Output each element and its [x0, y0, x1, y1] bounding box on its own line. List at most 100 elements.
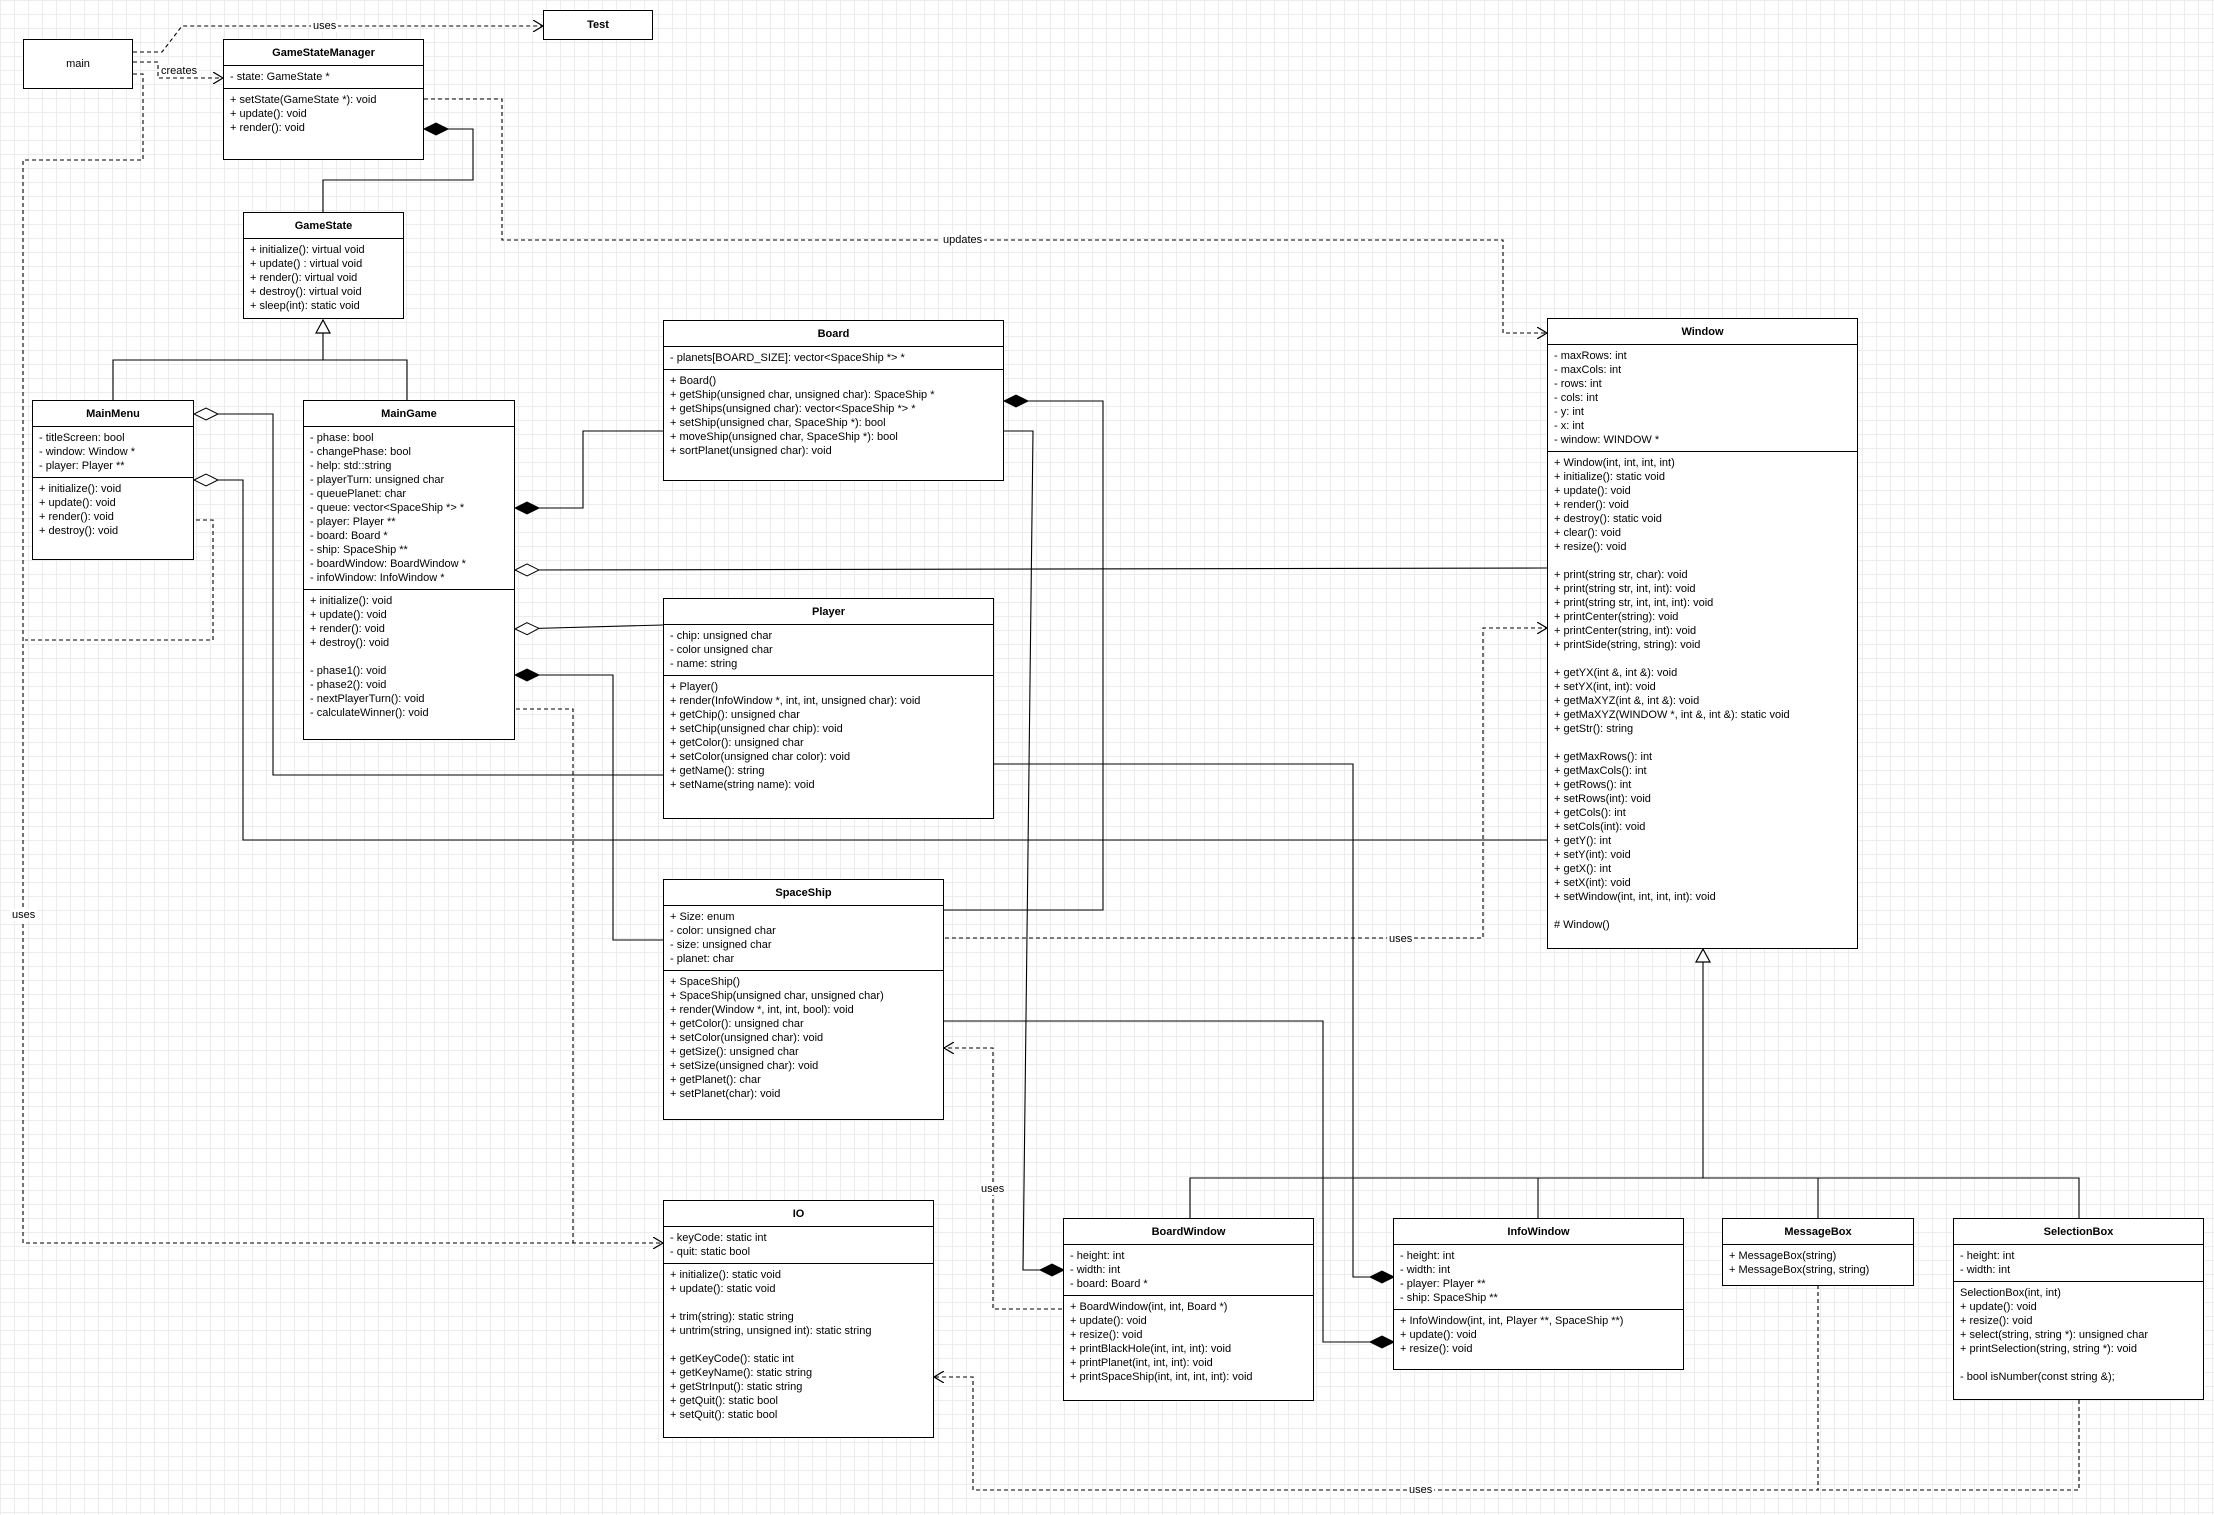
class-info-window[interactable]: InfoWindow- height: int- width: int- pla… [1393, 1218, 1684, 1370]
edge-board-composed-boardwindow [1004, 430, 1066, 1277]
class-io[interactable]: IO- keyCode: static int- quit: static bo… [663, 1200, 934, 1438]
method: + getShip(unsigned char, unsigned char):… [670, 389, 935, 401]
method: + setYX(int, int): void [1554, 681, 1656, 693]
attribute: - width: int [1400, 1264, 1451, 1276]
method: + printCenter(string): void [1554, 611, 1679, 623]
attribute-list: - height: int- width: int [1954, 1245, 2203, 1282]
method: + update(): void [230, 108, 307, 120]
attribute: - x: int [1554, 420, 1584, 432]
method: + untrim(string, unsigned int): static s… [670, 1325, 872, 1337]
class-name: MessageBox [1723, 1219, 1913, 1245]
attribute: - playerTurn: unsigned char [310, 474, 445, 486]
attribute-list: - keyCode: static int- quit: static bool [664, 1227, 933, 1264]
attribute-list: - chip: unsigned char- color unsigned ch… [664, 625, 993, 676]
method [1554, 904, 1851, 918]
method: + setCols(int): void [1554, 821, 1646, 833]
method: + MessageBox(string) [1729, 1250, 1837, 1262]
method: + moveShip(unsigned char, SpaceShip *): … [670, 431, 898, 443]
method: + printSide(string, string): void [1554, 639, 1701, 651]
method: + render(InfoWindow *, int, int, unsigne… [670, 695, 921, 707]
method: - bool isNumber(const string &); [1960, 1371, 2115, 1383]
edge-player-composed-infowindow [994, 763, 1396, 1284]
method: + destroy(): void [39, 525, 119, 537]
class-name: Player [664, 599, 993, 625]
class-board[interactable]: Board- planets[BOARD_SIZE]: vector<Space… [663, 320, 1004, 481]
class-name: IO [664, 1201, 933, 1227]
method [1554, 652, 1851, 666]
class-game-state[interactable]: GameState+ initialize(): virtual void+ u… [243, 212, 404, 319]
edge-main-uses-test [133, 26, 543, 53]
method: + resize(): void [1400, 1343, 1473, 1355]
method-list: + initialize(): void+ update(): void+ re… [304, 590, 514, 724]
method: + Player() [670, 681, 718, 693]
method: - phase1(): void [310, 665, 387, 677]
attribute: - infoWindow: InfoWindow * [310, 572, 445, 584]
method: + resize(): void [1070, 1329, 1143, 1341]
class-main-menu[interactable]: MainMenu- titleScreen: bool- window: Win… [32, 400, 194, 560]
attribute: - changePhase: bool [310, 446, 411, 458]
attribute-list: - height: int- width: int- board: Board … [1064, 1245, 1313, 1296]
method: - nextPlayerTurn(): void [310, 693, 425, 705]
attribute: - maxRows: int [1554, 350, 1627, 362]
method: + getMaXYZ(int &, int &): void [1554, 695, 1700, 707]
method: + resize(): void [1960, 1315, 2033, 1327]
edge-boxes-use-io [934, 1285, 1819, 1491]
attribute: - width: int [1960, 1264, 2011, 1276]
edge-spaceship-composed-infowindow [944, 1020, 1396, 1349]
class-main-game[interactable]: MainGame- phase: bool- changePhase: bool… [303, 400, 515, 740]
attribute: - queuePlanet: char [310, 488, 407, 500]
edge-mainmenu-extends-gamestate [112, 359, 323, 400]
method: + trim(string): static string [670, 1311, 794, 1323]
class-board-window[interactable]: BoardWindow- height: int- width: int- bo… [1063, 1218, 1314, 1401]
method: + printPlanet(int, int, int): void [1070, 1357, 1213, 1369]
method: + getY(): int [1554, 835, 1612, 847]
class-main[interactable]: main [23, 39, 133, 89]
method: + print(string str, int, int): void [1554, 583, 1696, 595]
method: + getKeyCode(): static int [670, 1353, 794, 1365]
attribute: - width: int [1070, 1264, 1121, 1276]
attribute: - y: int [1554, 406, 1584, 418]
attribute: - board: Board * [310, 530, 388, 542]
class-window[interactable]: Window- maxRows: int- maxCols: int- rows… [1547, 318, 1858, 949]
method: + sleep(int): static void [250, 300, 360, 312]
method: - calculateWinner(): void [310, 707, 429, 719]
class-player[interactable]: Player- chip: unsigned char- color unsig… [663, 598, 994, 819]
edge-board-composed-maingame [513, 430, 663, 515]
method: + update(): static void [670, 1283, 776, 1295]
method: + setPlanet(char): void [670, 1088, 781, 1100]
method: + destroy(): void [310, 637, 390, 649]
method: + initialize(): virtual void [250, 244, 365, 256]
edge-main-uses-io [22, 73, 663, 1243]
method: + SpaceShip() [670, 976, 741, 988]
attribute: - queue: vector<SpaceShip *> * [310, 502, 465, 514]
class-test[interactable]: Test [543, 10, 653, 40]
method-list: + Window(int, int, int, int)+ initialize… [1548, 452, 1857, 936]
edge-selectionbox-uses-io [1818, 1400, 2080, 1491]
method: + printSelection(string, string *): void [1960, 1343, 2137, 1355]
edge-gamestate-composed-gsm [322, 122, 474, 213]
method: + getKeyName(): static string [670, 1367, 813, 1379]
attribute: - ship: SpaceShip ** [1400, 1292, 1498, 1304]
method: + getPlanet(): char [670, 1074, 761, 1086]
method-list: + initialize(): void+ update(): void+ re… [33, 478, 193, 542]
method: + print(string str, char): void [1554, 569, 1688, 581]
method: + getRows(): int [1554, 779, 1632, 791]
edge-boardwindow-extends-window [1189, 1177, 2080, 1218]
attribute: - maxCols: int [1554, 364, 1622, 376]
method: + render(): void [230, 122, 305, 134]
method: + update(): void [1400, 1329, 1477, 1341]
edge-player-aggregated-maingame [513, 622, 664, 636]
method: + update(): void [1960, 1301, 2037, 1313]
class-game-state-manager[interactable]: GameStateManager- state: GameState *+ se… [223, 39, 424, 160]
method: + render(): void [1554, 499, 1629, 511]
class-name: MainMenu [33, 401, 193, 427]
class-message-box[interactable]: MessageBox+ MessageBox(string)+ MessageB… [1722, 1218, 1914, 1286]
class-space-ship[interactable]: SpaceShip+ Size: enum- color: unsigned c… [663, 879, 944, 1120]
attribute-list: - titleScreen: bool- window: Window *- p… [33, 427, 193, 478]
method: + render(): virtual void [250, 272, 358, 284]
method: + getStrInput(): static string [670, 1381, 803, 1393]
method-list: + setState(GameState *): void+ update():… [224, 89, 423, 139]
method: + setName(string name): void [670, 779, 815, 791]
